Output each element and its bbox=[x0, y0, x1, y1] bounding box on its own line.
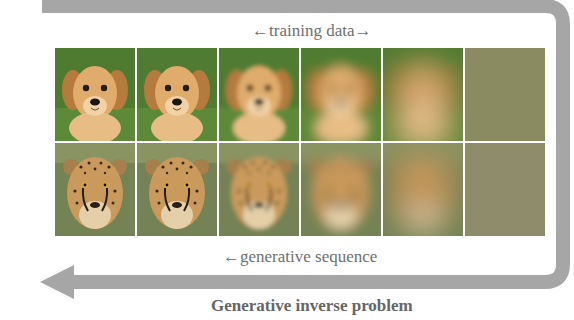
figure-caption: Generative inverse problem bbox=[207, 296, 417, 316]
sequence-label: ←generative sequence bbox=[219, 247, 381, 267]
sequence-label: ←training data→ bbox=[248, 21, 375, 41]
arrow-head bbox=[40, 265, 74, 299]
